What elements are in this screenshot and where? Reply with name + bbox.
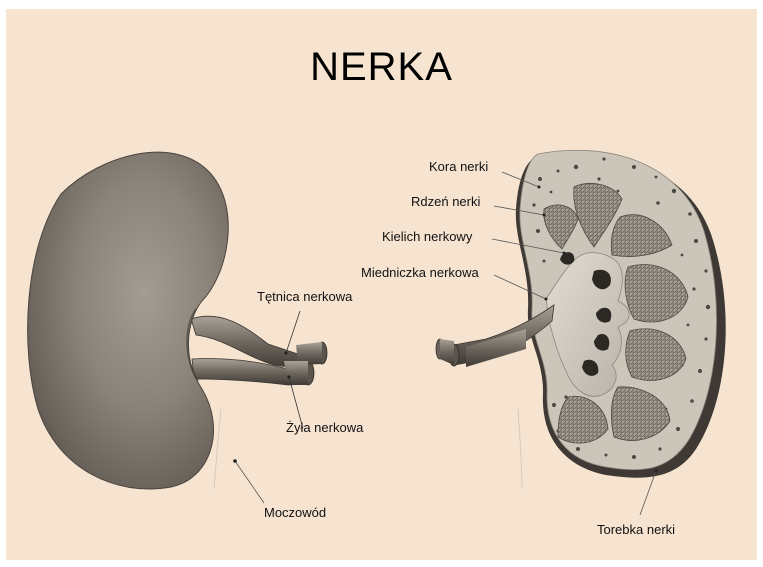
renal-vessels-left: [191, 316, 327, 385]
kidney-illustration: [6, 9, 757, 560]
label-moczowod: Moczowód: [264, 505, 326, 520]
label-zyla-nerkowa: Żyła nerkowa: [286, 420, 363, 435]
label-miedniczka-nerkowa: Miedniczka nerkowa: [361, 265, 479, 280]
external-kidney: [28, 152, 327, 503]
label-kora-nerki: Kora nerki: [429, 159, 488, 174]
label-torebka-nerki: Torebka nerki: [597, 522, 675, 537]
label-tetnica-nerkowa: Tętnica nerkowa: [257, 289, 352, 304]
label-kielich-nerkowy: Kielich nerkowy: [382, 229, 472, 244]
label-rdzen-nerki: Rdzeń nerki: [411, 194, 480, 209]
diagram-slide: NERKA: [6, 9, 757, 560]
